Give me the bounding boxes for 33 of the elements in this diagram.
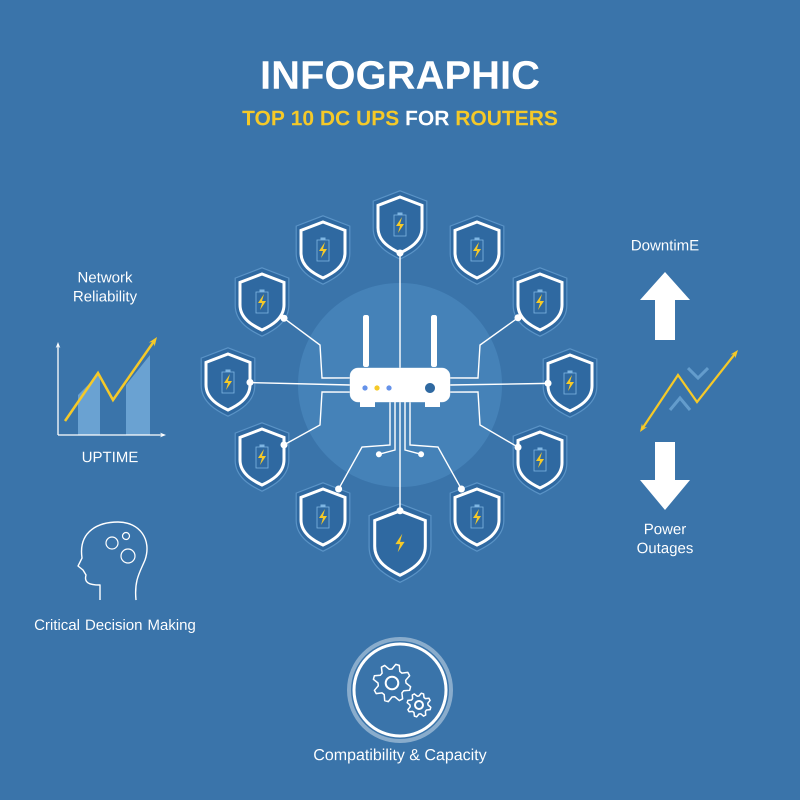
subtitle-text: ROUTERS xyxy=(456,110,558,126)
connector-line xyxy=(280,314,350,379)
heading-text: Network Reliability xyxy=(74,272,138,304)
shield-icon xyxy=(234,422,290,492)
caption-text: Compatibility & Capacity xyxy=(314,748,487,764)
title: INFOGRAPHIC xyxy=(262,60,539,90)
connector-line xyxy=(409,402,465,492)
connector-line xyxy=(246,378,350,386)
axis-label: UPTIME xyxy=(82,452,138,462)
connector-line xyxy=(450,391,522,451)
shield-icon xyxy=(368,503,432,583)
shield-icon xyxy=(450,482,504,552)
shield-icon xyxy=(450,215,504,285)
router-drawing xyxy=(350,315,450,407)
connector-line xyxy=(396,402,404,514)
connector-line xyxy=(396,250,404,368)
shield-icon xyxy=(512,425,568,495)
shield-icon xyxy=(296,215,350,285)
caption-text: Critical Decision Making xyxy=(34,619,195,633)
shield-icon xyxy=(296,482,350,552)
caption-text: Power Outages xyxy=(637,524,693,556)
shield-icon xyxy=(542,348,598,418)
subtitle-text: FOR xyxy=(406,110,449,126)
subtitle-text: TOP 10 DC UPS xyxy=(242,110,398,126)
heading-text: DowntimE xyxy=(632,240,699,250)
connector-line xyxy=(335,402,391,492)
shield-icon xyxy=(234,267,290,337)
shield-icon xyxy=(512,267,568,337)
shield-icon xyxy=(372,190,428,260)
connector-line xyxy=(280,391,350,448)
connector-line xyxy=(450,314,522,379)
connector-line xyxy=(450,380,552,387)
shield-icon xyxy=(200,347,256,417)
